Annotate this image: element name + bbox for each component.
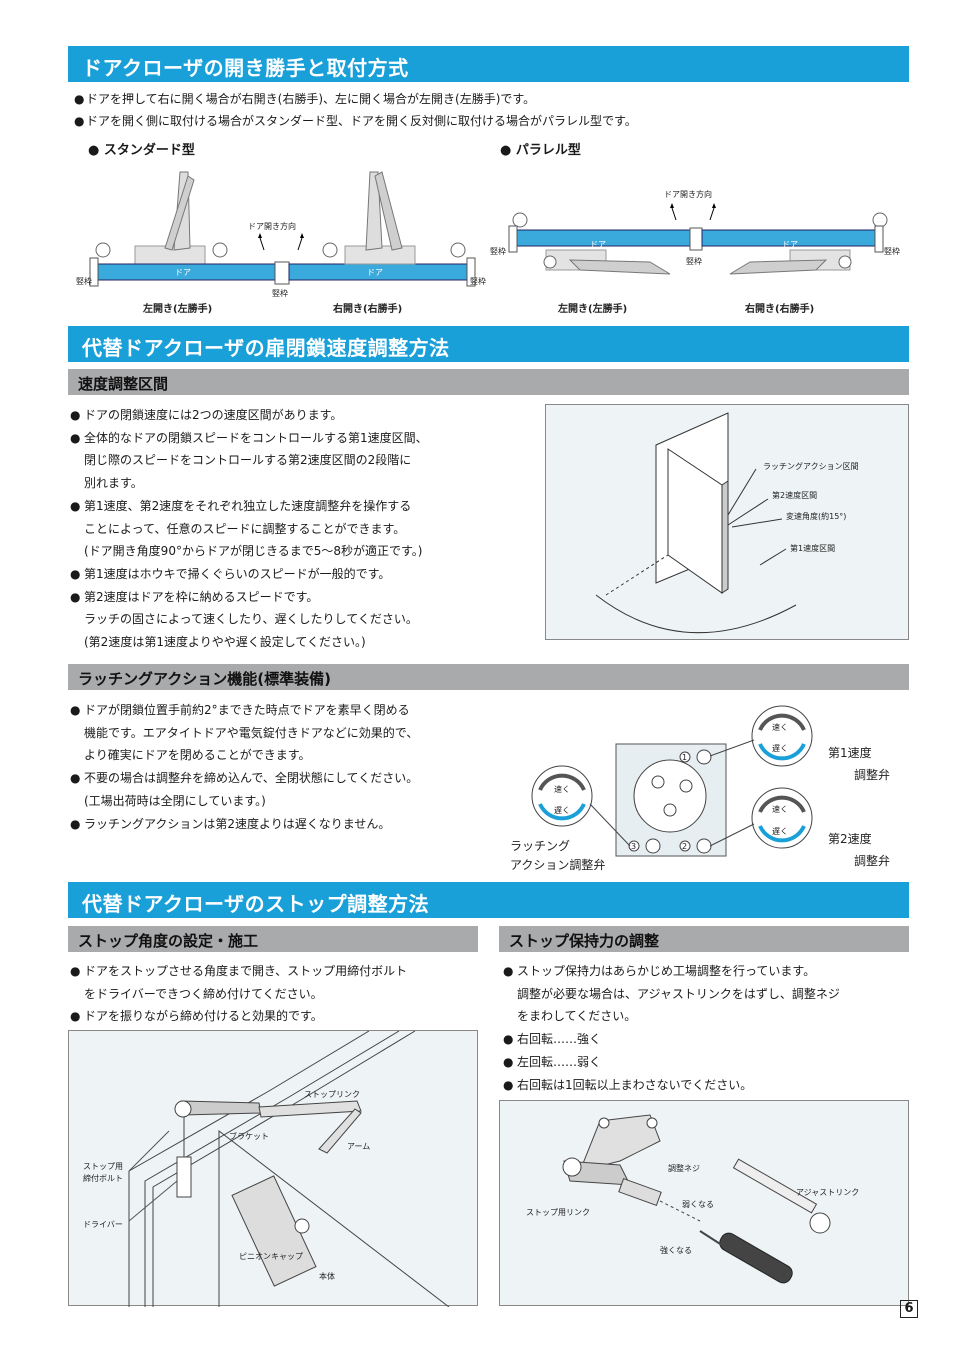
fast-label: 速く (772, 723, 788, 732)
frame-label: 竪枠 (76, 277, 92, 286)
door-label: ドア (782, 240, 798, 249)
continuation-text: 閉じ際のスピードをコントロールする第2速度区間の2段階に (84, 453, 412, 468)
section-title-speed: 代替ドアクローザの扉閉鎖速度調整方法 (68, 326, 909, 362)
bullet-text: ●不要の場合は調整弁を締め込んで、全閉状態にしてください。 (70, 771, 419, 786)
bullet-text: ●第2速度はドアを枠に納めるスピードです。 (70, 589, 319, 604)
frame-label: 竪枠 (490, 247, 506, 256)
bullet-text: ●ストップ保持力はあらかじめ工場調整を行っています。 (503, 964, 816, 978)
caption-right-opening: 右開き(右勝手) (333, 304, 403, 315)
parallel-type-heading: ● パラレル型 (500, 143, 581, 158)
standard-type-heading: ● スタンダード型 (88, 143, 195, 158)
door-label: ドア (590, 240, 606, 249)
continuation-text: をドライバーできつく締め付けてください。 (84, 986, 323, 1001)
bullet-text: ●右回転……強く (503, 1032, 602, 1047)
bracket-label: ブラケット (229, 1132, 269, 1141)
bullet-text: ●右回転は1回転以上まわさないでください。 (503, 1077, 753, 1092)
weaker-label: 弱くなる (682, 1200, 714, 1209)
continuation-text: をまわしてください。 (517, 1009, 637, 1024)
latch-valve-label: ラッチング (510, 839, 571, 853)
frame-label: 竪枠 (272, 289, 288, 298)
bolt-label: 締付ボルト (83, 1174, 123, 1183)
continuation-text: ラッチの固さによって速くしたり、遅くしたりしてください。 (84, 612, 418, 627)
driver-label: ドライバー (83, 1220, 123, 1229)
valve1-label: 調整弁 (854, 768, 891, 782)
pinion-cap-label: ピニオンキャップ (239, 1252, 303, 1261)
continuation-text: (工場出荷時は全閉にしています。) (84, 793, 266, 808)
bullet-text: ●ドアを開く側に取付ける場合がスタンダード型、ドアを開く反対側に取付ける場合がパ… (74, 114, 637, 128)
bolt-label: ストップ用 (83, 1162, 123, 1171)
section-title-stop: 代替ドアクローザのストップ調整方法 (68, 882, 909, 918)
slow-label: 遅く (772, 744, 788, 753)
slow-label: 遅く (554, 806, 570, 815)
continuation-text: ことによって、任意のスピードに調整することができます。 (84, 521, 406, 536)
speed2-range-label: 第2速度区間 (772, 491, 818, 500)
subsection-title-stop-angle: ストップ角度の設定・施工 (68, 926, 478, 952)
valve2-label: 調整弁 (854, 854, 891, 868)
section-title-mounting: ドアクローザの開き勝手と取付方式 (68, 46, 909, 82)
speed-range-diagram: ラッチングアクション区間 第2速度区間 変速角度(約15°) 第1速度区間 (545, 404, 909, 640)
bullet-text: ●ドアが閉鎖位置手前約2°まできた時点でドアを素早く閉める (70, 703, 410, 717)
direction-label: ドア開き方向 (664, 190, 712, 199)
bullet-text: ●ドアの閉鎖速度には2つの速度区間があります。 (70, 408, 343, 422)
angle-label: 変速角度(約15°) (786, 512, 847, 521)
bullet-text: ●左回転……弱く (503, 1054, 602, 1069)
bullet-text: ●第1速度、第2速度をそれぞれ独立した速度調整弁を操作する (70, 498, 412, 513)
adjust-screw-label: 調整ネジ (668, 1164, 700, 1173)
subsection-title-latching: ラッチングアクション機能(標準装備) (68, 664, 909, 690)
frame-label: 竪枠 (884, 247, 900, 256)
valve-number-1: 1 (682, 753, 688, 762)
valve-number-3: 3 (631, 842, 637, 851)
fast-label: 速く (554, 785, 570, 794)
parallel-type-diagram (508, 203, 888, 275)
subsection-title-stop-force: ストップ保持力の調整 (499, 926, 909, 952)
valve-number-2: 2 (682, 842, 688, 851)
stop-force-diagram: 調整ネジ 弱くなる 強くなる ストップ用リンク アジャストリンク (499, 1100, 909, 1306)
door-label: ドア (367, 268, 383, 277)
continuation-text: 機能です。エアタイトドアや電気錠付きドアなどに効果的で、 (84, 725, 419, 740)
adjust-link-label: アジャストリンク (796, 1188, 860, 1197)
fast-label: 速く (772, 805, 788, 814)
latching-range-label: ラッチングアクション区間 (763, 462, 859, 471)
slow-label: 遅く (772, 827, 788, 836)
arm-label: アーム (347, 1142, 371, 1151)
body-label: 本体 (319, 1272, 335, 1281)
door-label: ドア (175, 268, 191, 277)
standard-type-diagram (89, 171, 476, 287)
caption-left-opening: 左開き(左勝手) (143, 304, 213, 315)
frame-label: 竪枠 (686, 257, 702, 266)
stop-link-label: ストップリンク (304, 1090, 360, 1099)
subsection-title-speed-range: 速度調整区間 (68, 369, 909, 395)
valve1-label: 第1速度 (828, 746, 872, 760)
caption-right-opening: 右開き(右勝手) (745, 304, 815, 315)
valve2-label: 第2速度 (828, 832, 872, 846)
stronger-label: 強くなる (660, 1246, 692, 1255)
frame-label: 竪枠 (470, 277, 486, 286)
bullet-text: ●全体的なドアの閉鎖スピードをコントロールする第1速度区間、 (70, 430, 428, 445)
page-number: 6 (900, 1300, 918, 1318)
stop-angle-diagram: ストップリンク ブラケット アーム ストップ用 締付ボルト ドライバー ピニオン… (68, 1030, 478, 1307)
stop-link-label: ストップ用リンク (526, 1208, 590, 1217)
bullet-text: ●ドアを振りながら締め付けると効果的です。 (70, 1009, 323, 1024)
direction-label: ドア開き方向 (248, 222, 296, 231)
continuation-text: (第2速度は第1速度よりやや遅く設定してください。) (84, 635, 366, 649)
latch-valve-label: アクション調整弁 (510, 858, 606, 872)
continuation-text: (ドア開き角度90°からドアが閉じきるまで5～8秒が適正です。) (84, 544, 423, 559)
continuation-text: より確実にドアを閉めることができます。 (84, 748, 311, 763)
bullet-text: ●ドアを押して右に開く場合が右開き(右勝手)、左に開く場合が左開き(左勝手)です… (74, 92, 536, 106)
bullet-text: ●ドアをストップさせる角度まで開き、ストップ用締付ボルト (70, 964, 408, 978)
bullet-text: ●第1速度はホウキで掃くぐらいのスピードが一般的です。 (70, 566, 391, 581)
speed1-range-label: 第1速度区間 (790, 544, 836, 553)
caption-left-opening: 左開き(左勝手) (558, 304, 628, 315)
bullet-text: ●ラッチングアクションは第2速度よりは遅くなりません。 (70, 816, 391, 831)
continuation-text: 調整が必要な場合は、アジャストリンクをはずし、調整ネジ (517, 986, 840, 1001)
continuation-text: 別れます。 (84, 476, 143, 491)
valve-diagram (531, 705, 813, 857)
